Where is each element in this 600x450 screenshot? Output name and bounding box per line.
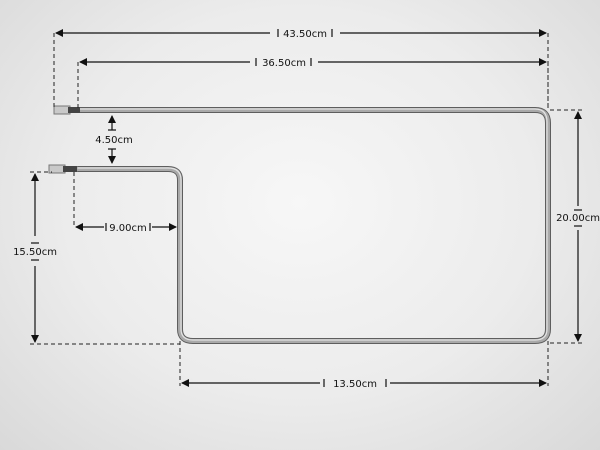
- dimension-upper-leg: 36.50cm: [79, 58, 547, 69]
- dimension-right-height: 20.00cm: [556, 111, 600, 342]
- terminal-gap-label: 4.50cm: [95, 135, 133, 146]
- dimension-total-width: 43.50cm: [55, 29, 547, 40]
- inner-offset-label: 9.00cm: [109, 223, 147, 234]
- extension-lines: [30, 33, 585, 386]
- dimension-left-height: 15.50cm: [13, 173, 57, 343]
- total-width-label: 43.50cm: [283, 29, 327, 40]
- right-height-label: 20.00cm: [556, 213, 600, 224]
- dimension-inner-offset: 9.00cm: [75, 223, 177, 234]
- heating-element: [48, 105, 551, 344]
- left-height-label: 15.50cm: [13, 247, 57, 258]
- dimension-terminal-gap: 4.50cm: [95, 115, 133, 164]
- bottom-length-label: 13.50cm: [333, 379, 377, 390]
- upper-leg-label: 36.50cm: [262, 58, 306, 69]
- lower-terminal: [48, 164, 77, 174]
- dimension-bottom-length: 13.50cm: [181, 379, 547, 390]
- upper-terminal: [53, 105, 80, 115]
